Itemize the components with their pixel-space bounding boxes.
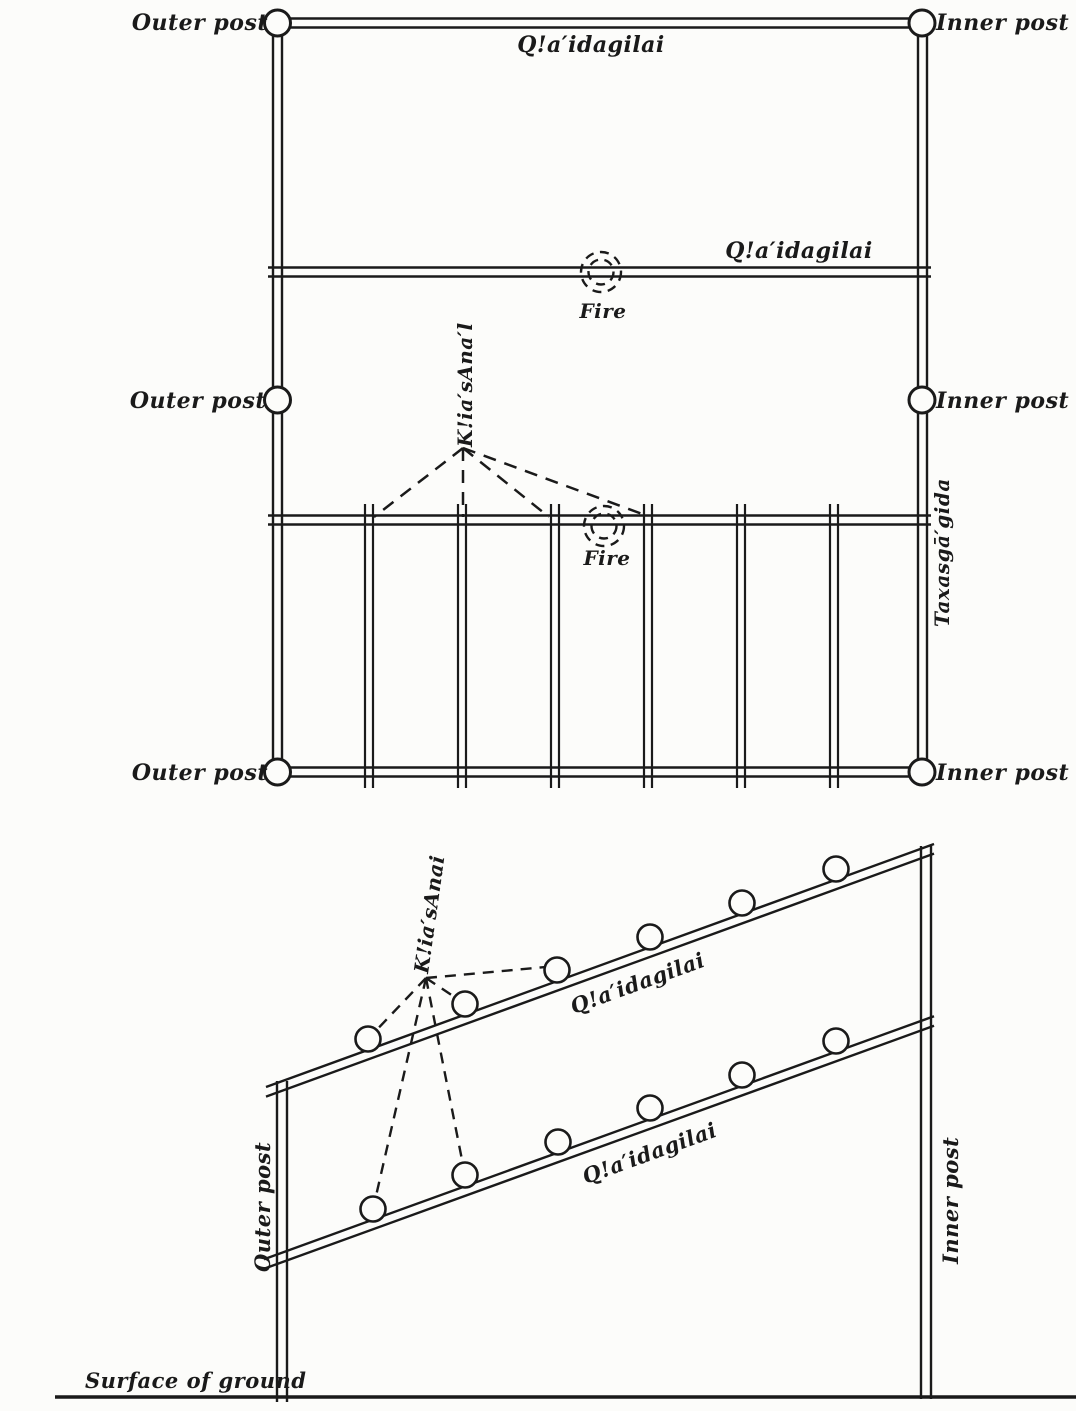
- front-beam: [268, 17, 931, 29]
- side-beam-label: Taxasgā′gida: [930, 478, 954, 627]
- rafters: [363, 504, 840, 788]
- upper-stringer-label: Q!a′idagilai: [567, 947, 708, 1019]
- middle-beam: [268, 266, 931, 278]
- fire-lower-label: Fire: [582, 546, 630, 570]
- front-beam-label: Q!a′idagilai: [517, 32, 665, 58]
- rafter: [549, 504, 561, 788]
- outer-post-middle-marker: [263, 385, 292, 415]
- outer-post-bottom-marker: [263, 757, 292, 787]
- upper-stringer-rafter-ends: [354, 855, 850, 1053]
- outer-post-middle-label: Outer post: [130, 388, 266, 414]
- rafter: [363, 504, 375, 788]
- rafter-end: [543, 956, 571, 984]
- third-beam: [268, 514, 931, 526]
- outer-post: [275, 1081, 289, 1402]
- middle-beam-label: Q!a′idagilai: [725, 238, 873, 264]
- roof-boards-label: K!ia′sAna′l: [453, 322, 477, 448]
- inner-post-bottom-marker: [907, 757, 937, 787]
- rear-beam: [268, 766, 931, 778]
- lower-stringer-rafter-ends: [359, 1027, 850, 1223]
- roof-board-pointer-lines: [373, 446, 646, 518]
- rafter-end: [822, 855, 850, 883]
- rafter-end: [728, 889, 756, 917]
- rafter: [828, 504, 840, 788]
- inner-post-middle-marker: [907, 385, 937, 415]
- surface-of-ground-label: Surface of ground: [85, 1368, 306, 1393]
- rafter-end: [636, 923, 664, 951]
- fireplace-upper: [579, 250, 623, 294]
- rafter-end: [822, 1027, 850, 1055]
- rafter-end: [451, 1161, 479, 1189]
- rafter-end: [451, 990, 479, 1018]
- rafter-end: [544, 1128, 572, 1156]
- inner-post-label: Inner post: [938, 1137, 963, 1265]
- inner-post-top-label: Inner post: [935, 10, 1069, 36]
- rafter: [642, 504, 654, 788]
- rafter-end: [359, 1195, 387, 1223]
- inner-post-bottom-label: Inner post: [935, 760, 1069, 786]
- outer-post-top-label: Outer post: [132, 10, 268, 36]
- roof-boards-label: K!ia′sAnai: [409, 854, 449, 976]
- inner-post-top-marker: [907, 8, 937, 38]
- outer-post-bottom-label: Outer post: [132, 760, 268, 786]
- rafter-end: [728, 1061, 756, 1089]
- inner-post-middle-label: Inner post: [935, 388, 1069, 414]
- fireplace-lower: [582, 504, 626, 548]
- rafter-end: [354, 1025, 382, 1053]
- outer-post-top-marker: [263, 8, 292, 38]
- rafter: [735, 504, 747, 788]
- rafter-end: [636, 1094, 664, 1122]
- inner-post: [919, 846, 933, 1399]
- elevation-view: K!ia′sAnai Q!a′idagilai Q!a′idagilai Out…: [55, 842, 1076, 1402]
- rafter: [456, 504, 468, 788]
- outer-post-label: Outer post: [250, 1142, 275, 1272]
- plan-view: Outer post Inner post Q!a′idagilai Q!a′i…: [130, 8, 1069, 788]
- fire-upper-label: Fire: [578, 299, 626, 323]
